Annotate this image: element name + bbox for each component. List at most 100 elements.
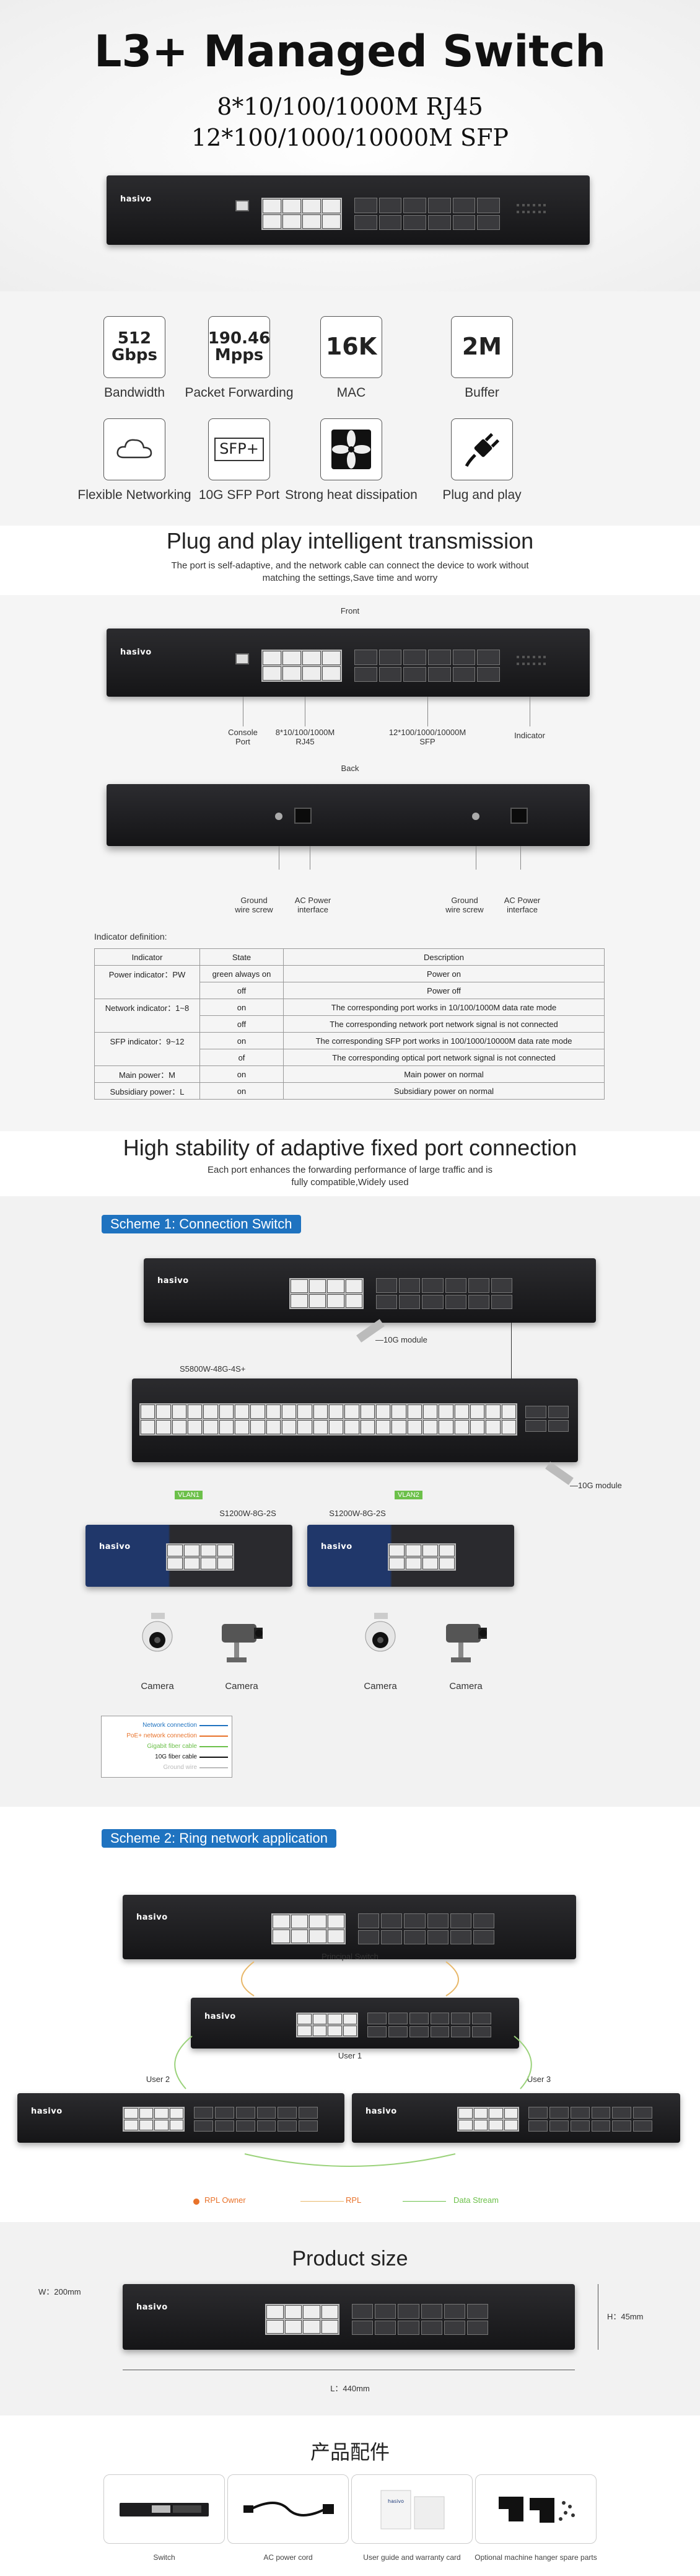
power-cord-icon — [243, 2502, 334, 2516]
size-rj45 — [265, 2304, 339, 2335]
feature-icon-text: 2M — [462, 333, 502, 361]
table-cell: off — [199, 982, 284, 999]
rpl-owner-label: RPL Owner — [204, 2195, 246, 2205]
console-port — [235, 200, 249, 211]
user3-switch: hasivo — [352, 2093, 680, 2143]
core-switch — [132, 1378, 578, 1462]
sfp-icon: SFP+ — [208, 418, 270, 480]
legend-text: PoE+ network connection — [126, 1732, 197, 1739]
feature-label: Bandwidth — [103, 386, 165, 400]
principal-brand: hasivo — [136, 1913, 168, 1923]
front-rj45-ports — [261, 650, 342, 682]
principal-rj45 — [271, 1913, 346, 1944]
table-cell: SFP indicator：9~12 — [94, 1032, 200, 1049]
indicator-leds — [517, 204, 548, 216]
user1-switch: hasivo — [191, 1998, 519, 2049]
legend-item: 10G fiber cable — [105, 1752, 228, 1762]
table-cell: Power on — [283, 965, 605, 982]
camera-icon — [365, 1613, 396, 1652]
accessories-heading: 产品配件 — [310, 2441, 390, 2463]
table-cell: off — [199, 1015, 284, 1033]
ground-screw-2 — [472, 813, 479, 820]
front-indicator-leds — [517, 656, 548, 668]
table-cell: Subsidiary power：L — [94, 1082, 200, 1100]
th-state: State — [199, 948, 284, 966]
legend-swatch — [199, 1745, 228, 1747]
accessory-card — [475, 2474, 597, 2544]
mac-icon: 16K — [320, 316, 382, 378]
camera-icon — [222, 1624, 263, 1662]
rj45-ports — [261, 198, 342, 230]
stability-sub1: Each port enhances the forwarding perfor… — [208, 1165, 492, 1175]
sfp-callout-line — [427, 697, 428, 726]
camera-label: Camera — [225, 1681, 258, 1692]
table-cell: on — [199, 1032, 284, 1049]
brand-logo: hasivo — [120, 195, 152, 205]
camera-label: Camera — [364, 1681, 397, 1692]
fan-icon — [320, 418, 382, 480]
scheme1-top-switch: hasivo — [144, 1258, 596, 1323]
access-switch-2: hasivo — [307, 1525, 514, 1587]
stream-label: Data Stream — [453, 2195, 499, 2205]
scheme1-top-sfp — [376, 1278, 512, 1309]
plug-icon — [451, 418, 513, 480]
uplink-line — [511, 1323, 512, 1385]
table-cell — [94, 1015, 200, 1033]
legend-item: Gigabit fiber cable — [105, 1741, 228, 1752]
user1-rj45 — [296, 2013, 358, 2037]
user2-brand: hasivo — [31, 2107, 63, 2117]
camera-label: Camera — [141, 1681, 174, 1692]
bandwidth-icon: 512 Gbps — [103, 316, 165, 378]
hero-title: L3+ Managed Switch — [94, 26, 606, 77]
module2-dash: — — [570, 1481, 578, 1490]
cloud-icon-glyph — [116, 439, 152, 459]
camera-icon — [446, 1624, 487, 1662]
indicator-table: Indicator State Description Power indica… — [94, 948, 605, 1100]
table-cell — [94, 982, 200, 999]
access1-rj45 — [166, 1543, 234, 1571]
size-w-label: W：200mm — [38, 2287, 81, 2296]
legend-item: Ground wire — [105, 1762, 228, 1773]
table-cell: on — [199, 1082, 284, 1100]
stability-heading: High stability of adaptive fixed port co… — [123, 1135, 577, 1160]
size-h-label: H：45mm — [607, 2312, 644, 2321]
plug-sub2: matching the settings,Save time and worr… — [262, 573, 438, 583]
ac2-line — [520, 846, 521, 870]
rpl-owner-dot — [193, 2199, 199, 2205]
feature-label: Plug and play — [442, 488, 522, 502]
ring-arc-bottom — [244, 2153, 456, 2167]
buffer-icon: 2M — [451, 316, 513, 378]
plug-icon-glyph — [465, 433, 500, 467]
user1-brand: hasivo — [204, 2011, 236, 2021]
table-cell: Main power：M — [94, 1065, 200, 1083]
front-back-panel: Front hasivo Console Port 8*10/100/1000M… — [0, 595, 700, 1137]
core-sfp — [525, 1406, 569, 1432]
scheme1-top-rj45 — [289, 1278, 364, 1309]
feature-label: Buffer — [465, 386, 499, 400]
table-cell: green always on — [199, 965, 284, 982]
core-label: S5800W-48G-4S+ — [180, 1364, 246, 1374]
ring-arc-left-top — [241, 1961, 255, 1996]
user2-switch: hasivo — [17, 2093, 344, 2143]
feature-label: 10G SFP Port — [198, 488, 280, 502]
feature-icon-text: 16K — [325, 333, 377, 361]
table-cell — [94, 1049, 200, 1066]
front-sfp-ports — [354, 650, 500, 682]
table-cell: on — [199, 999, 284, 1016]
user3-label: User 3 — [527, 2075, 551, 2084]
feature-label: Strong heat dissipation — [285, 488, 418, 502]
table-cell: Power indicator：PW — [94, 965, 200, 982]
hero-section: L3+ Managed Switch 8*10/100/1000M RJ45 1… — [0, 0, 700, 291]
module2-shape — [545, 1462, 574, 1485]
table-cell: The corresponding network port network s… — [283, 1015, 605, 1033]
switch-icon — [120, 2503, 209, 2516]
ac2-label: AC Power interface — [504, 896, 541, 914]
sw2-label: S1200W-8G-2S — [329, 1509, 386, 1518]
